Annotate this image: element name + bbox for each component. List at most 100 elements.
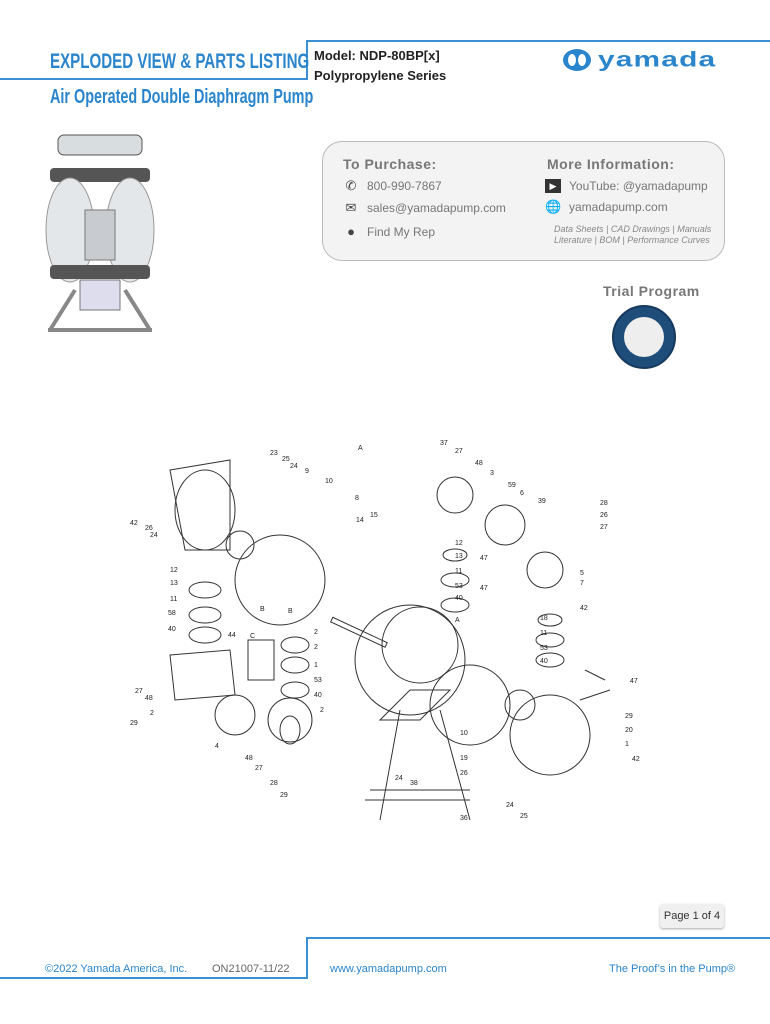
document-subtitle: Air Operated Double Diaphragm Pump <box>50 86 314 108</box>
pump-photo <box>45 134 155 332</box>
purchase-heading: To Purchase: <box>343 156 437 172</box>
part-callout: 48 <box>245 755 253 762</box>
part-callout: 58 <box>168 610 176 617</box>
logo-wordmark: yamada <box>598 47 717 72</box>
model-number: Model: NDP-80BP[x] <box>314 48 440 63</box>
part-callout: 26 <box>600 512 608 519</box>
part-callout: 27 <box>455 448 463 455</box>
find-rep-link[interactable]: ●Find My Rep <box>343 225 435 240</box>
header-rule-right <box>306 40 770 42</box>
trial-program-label[interactable]: Trial Program <box>603 283 700 299</box>
part-callout: 47 <box>480 555 488 562</box>
website-label: yamadapump.com <box>569 200 668 214</box>
part-callout: 28 <box>270 780 278 787</box>
part-callout: 14 <box>356 517 364 524</box>
header-rule-vertical <box>306 40 308 80</box>
tagline: The Proof’s in the Pump® <box>609 963 736 975</box>
part-callout: 24 <box>506 802 514 809</box>
email-link[interactable]: ✉ sales@yamadapump.com <box>343 200 506 216</box>
footer-url[interactable]: www.yamadapump.com <box>330 963 447 975</box>
phone-link[interactable]: ✆ 800-990-7867 <box>343 178 442 194</box>
part-callout: 37 <box>440 440 448 447</box>
part-callout: 13 <box>170 580 178 587</box>
email-address: sales@yamadapump.com <box>367 201 506 215</box>
youtube-label: YouTube: @yamadapump <box>569 179 708 193</box>
part-callout: 2 <box>320 707 324 714</box>
part-callout: 11 <box>170 596 178 603</box>
part-callout: 42 <box>632 756 640 763</box>
part-callout: 27 <box>135 688 143 695</box>
part-callout: 25 <box>520 813 528 820</box>
part-callout: 47 <box>480 585 488 592</box>
part-callout: 59 <box>508 482 516 489</box>
footer-rule-vertical <box>306 937 308 979</box>
copyright: ©2022 Yamada America, Inc. <box>45 963 188 975</box>
document-code: ON21007-11/22 <box>212 963 290 975</box>
diagram-drawing <box>169 459 611 821</box>
part-callout: 2 <box>314 644 318 651</box>
website-link[interactable]: 🌐yamadapump.com <box>545 200 668 215</box>
youtube-link[interactable]: ▶ YouTube: @yamadapump <box>545 179 708 193</box>
part-callout: A <box>455 617 460 624</box>
envelope-icon: ✉ <box>345 200 357 215</box>
part-callout: 8 <box>355 495 359 502</box>
part-callout: 24 <box>290 463 298 470</box>
part-callout: 29 <box>130 720 138 727</box>
series-name: Polypropylene Series <box>314 68 447 83</box>
info-heading: More Information: <box>547 156 675 172</box>
part-callout: 26 <box>145 525 153 532</box>
part-callout: 36 <box>460 815 468 822</box>
footer-rule-right <box>306 937 770 939</box>
phone-icon: ✆ <box>345 178 357 193</box>
part-callout: 12 <box>170 567 178 574</box>
part-callout: 29 <box>280 792 288 799</box>
footer-rule-left <box>0 977 308 979</box>
resource-links[interactable]: Data Sheets | CAD Drawings | Manuals Lit… <box>554 224 711 246</box>
part-callout: 6 <box>520 490 524 497</box>
part-callout: 53 <box>540 645 548 652</box>
part-callout: 2 <box>150 710 154 717</box>
part-callout: 7 <box>580 580 584 587</box>
part-callout: 53 <box>455 583 463 590</box>
part-callout: 10 <box>460 730 468 737</box>
part-callout: 53 <box>314 677 322 684</box>
part-callout: 40 <box>455 595 463 602</box>
part-callout: 11 <box>540 630 548 637</box>
part-callout: 29 <box>625 713 633 720</box>
part-callout: C <box>250 633 256 640</box>
part-callout: 27 <box>600 524 608 531</box>
part-callout: 3 <box>490 470 494 477</box>
part-callout: 11 <box>455 568 463 575</box>
part-callout: 40 <box>314 692 322 699</box>
header-rule-left <box>0 78 308 80</box>
phone-number: 800-990-7867 <box>367 179 442 193</box>
part-callout: 28 <box>600 500 608 507</box>
trial-program-seal[interactable] <box>612 305 676 369</box>
part-callout: 5 <box>580 570 584 577</box>
part-callout: 2 <box>314 629 318 636</box>
part-callout: 12 <box>455 540 463 547</box>
part-callout: 23 <box>270 450 278 457</box>
yamada-logo: yamada <box>562 44 715 75</box>
part-callout: 26 <box>460 770 468 777</box>
part-callout: 1 <box>625 741 629 748</box>
part-callout: 38 <box>410 780 418 787</box>
part-callout: 48 <box>475 460 483 467</box>
part-callout: B <box>288 608 293 615</box>
document-title: EXPLODED VIEW & PARTS LISTING <box>50 50 310 73</box>
part-callout: 39 <box>538 498 546 505</box>
part-callout: 1 <box>314 662 318 669</box>
part-callout: 48 <box>145 695 153 702</box>
part-callout: 20 <box>625 727 633 734</box>
model-info: Model: NDP-80BP[x] Polypropylene Series <box>314 46 446 86</box>
seal-pump-image <box>624 317 664 357</box>
play-icon: ▶ <box>545 179 561 193</box>
part-callout: 42 <box>130 520 138 527</box>
part-callout: 24 <box>395 775 403 782</box>
part-callout: 40 <box>540 658 548 665</box>
resource-links-line2[interactable]: Literature | BOM | Performance Curves <box>554 235 710 245</box>
part-callout: 27 <box>255 765 263 772</box>
resource-links-line1[interactable]: Data Sheets | CAD Drawings | Manuals <box>554 224 712 234</box>
part-callout: B <box>260 606 265 613</box>
